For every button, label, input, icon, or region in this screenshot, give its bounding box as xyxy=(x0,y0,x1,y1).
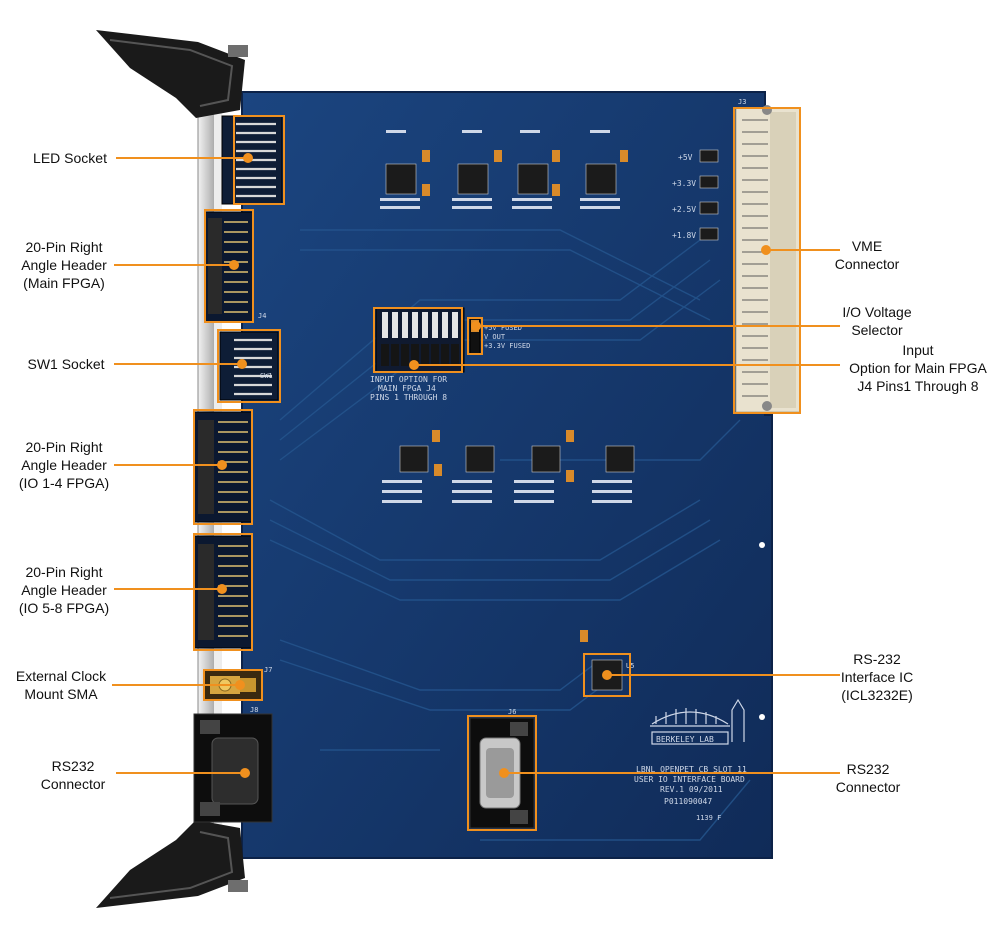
rail-label-1v8: +1.8V xyxy=(672,231,696,240)
ref-j3: J3 xyxy=(738,98,746,106)
callout-io-voltage-selector: I/O Voltage Selector xyxy=(842,304,912,338)
board-silk-line-4: P011090047 xyxy=(664,797,712,806)
callout-header-io-1-4: 20-Pin Right Angle Header (IO 1-4 FPGA) xyxy=(18,439,110,491)
callout-rs232-interface-ic: RS-232 Interface IC (ICL3232E) xyxy=(840,651,914,703)
rail-label-3v3: +3.3V xyxy=(672,179,696,188)
callout-led-socket: LED Socket xyxy=(33,150,107,166)
ref-j6: J6 xyxy=(508,708,516,716)
input-option-silk-3: PINS 1 THROUGH 8 xyxy=(370,393,447,402)
voltage-option-3: +3.3V FUSED xyxy=(484,342,530,350)
callout-header-io-5-8: 20-Pin Right Angle Header (IO 5-8 FPGA) xyxy=(18,564,110,616)
callout-leaders xyxy=(112,107,840,831)
rs232-left-connector xyxy=(193,713,273,823)
callout-rs232-left: RS232 Connector xyxy=(40,758,106,792)
berkeley-lab-logo xyxy=(650,698,745,745)
rail-label-2v5: +2.5V xyxy=(672,205,696,214)
callout-sw1-socket: SW1 Socket xyxy=(27,356,105,372)
power-fuses xyxy=(699,149,719,241)
mounting-hole xyxy=(759,714,765,720)
board-silk-line-2: USER IO INTERFACE BOARD xyxy=(634,775,745,784)
logo-text: BERKELEY LAB xyxy=(656,735,714,744)
sw1-socket xyxy=(219,331,279,401)
ref-sw1: SW1 xyxy=(260,372,273,380)
middle-ic-row xyxy=(382,430,635,503)
vme-connector xyxy=(735,105,801,413)
upper-ic-row xyxy=(380,130,628,209)
rs232-right-connector xyxy=(469,717,535,829)
voltage-option-2: V OUT xyxy=(484,333,506,341)
callout-vme-connector: VME Connector xyxy=(834,238,900,272)
voltage-option-1: +5V FUSED xyxy=(484,324,522,332)
header-main-fpga xyxy=(204,211,254,323)
rail-label-5v: +5V xyxy=(678,153,693,162)
callout-external-clock: External Clock Mount SMA xyxy=(15,668,107,702)
ref-j7: J7 xyxy=(264,666,272,674)
ref-j4: J4 xyxy=(258,312,266,320)
pcb-board xyxy=(241,91,773,859)
input-option-silk-1: INPUT OPTION FOR xyxy=(370,375,447,384)
callout-input-option: Input Option for Main FPGA J4 Pins1 Thro… xyxy=(849,342,987,394)
callout-rs232-right: RS232 Connector xyxy=(835,761,901,795)
input-option-silk-2: MAIN FPGA J4 xyxy=(378,384,436,393)
board-silk-line-3: REV.1 09/2011 xyxy=(660,785,723,794)
mounting-hole xyxy=(759,542,765,548)
header-io-5-8 xyxy=(193,535,253,649)
ref-j8: J8 xyxy=(250,706,258,714)
callout-header-main-fpga: 20-Pin Right Angle Header (Main FPGA) xyxy=(21,239,107,291)
board-silk-line-5: 1139 F xyxy=(696,814,721,822)
pcb-traces xyxy=(269,229,751,841)
board-silk-line-1: LBNL OPENPET CB SLOT 11 xyxy=(636,765,747,774)
input-option-jumpers xyxy=(375,307,465,373)
